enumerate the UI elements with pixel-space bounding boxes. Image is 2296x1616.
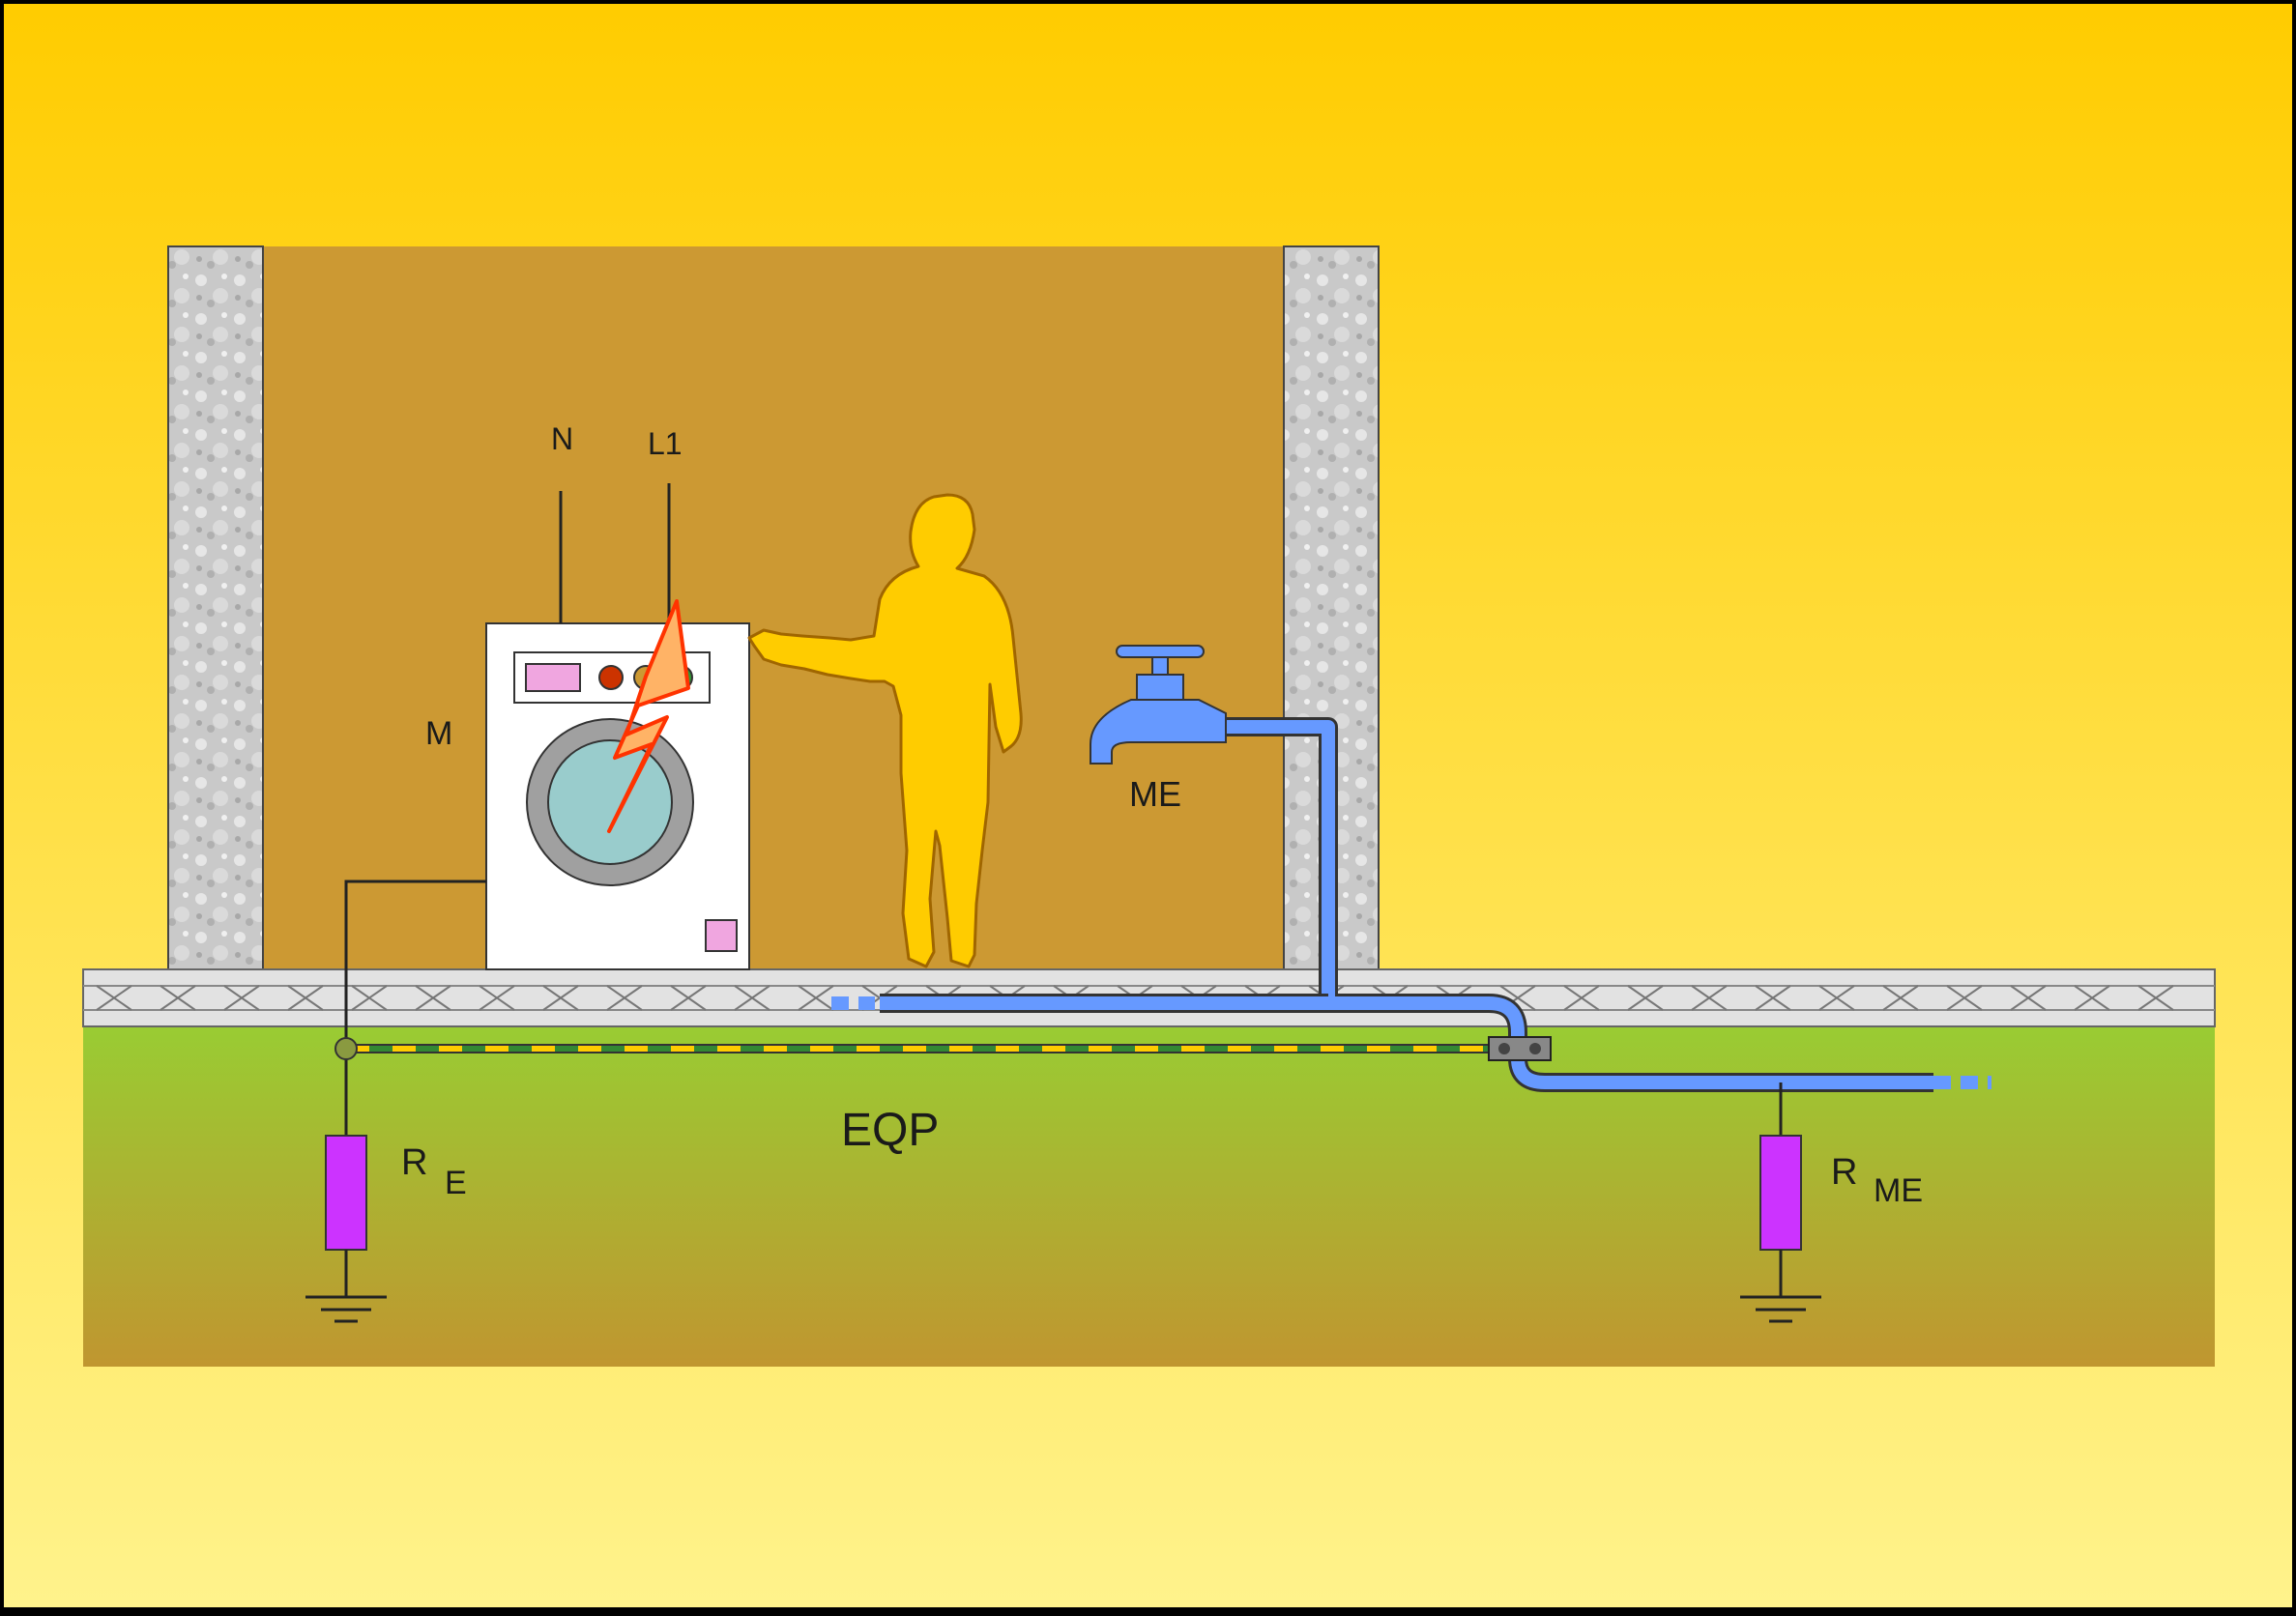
water-pipe [831, 717, 1991, 1092]
washing-machine-icon [485, 622, 750, 970]
label-machine: M [425, 715, 452, 752]
person-silhouette-icon [747, 493, 1023, 968]
supply-conductors [559, 483, 671, 623]
ground-symbol-icon [305, 1295, 387, 1323]
label-earth-resistor: R [401, 1142, 427, 1183]
label-me-resistor: R [1831, 1152, 1857, 1193]
label-equipotential: EQP [841, 1105, 939, 1156]
earth-junction [334, 1037, 358, 1060]
pipe-clamp [1488, 1036, 1552, 1061]
water-tap-icon [1090, 645, 1227, 765]
label-earth-resistor-sub: E [445, 1165, 467, 1201]
label-neutral: N [551, 421, 573, 456]
left-wall [167, 245, 264, 970]
earth-resistor [325, 1135, 367, 1297]
ground-symbol-icon-me [1740, 1295, 1821, 1323]
protective-earth-conductor [344, 880, 486, 1136]
lightning-bolt-icon [607, 599, 690, 833]
label-live: L1 [648, 426, 683, 461]
metal-element-resistor [1759, 1082, 1802, 1297]
label-me-resistor-sub: ME [1874, 1172, 1923, 1209]
room-interior [261, 246, 1291, 969]
label-metal-element: ME [1129, 774, 1181, 814]
